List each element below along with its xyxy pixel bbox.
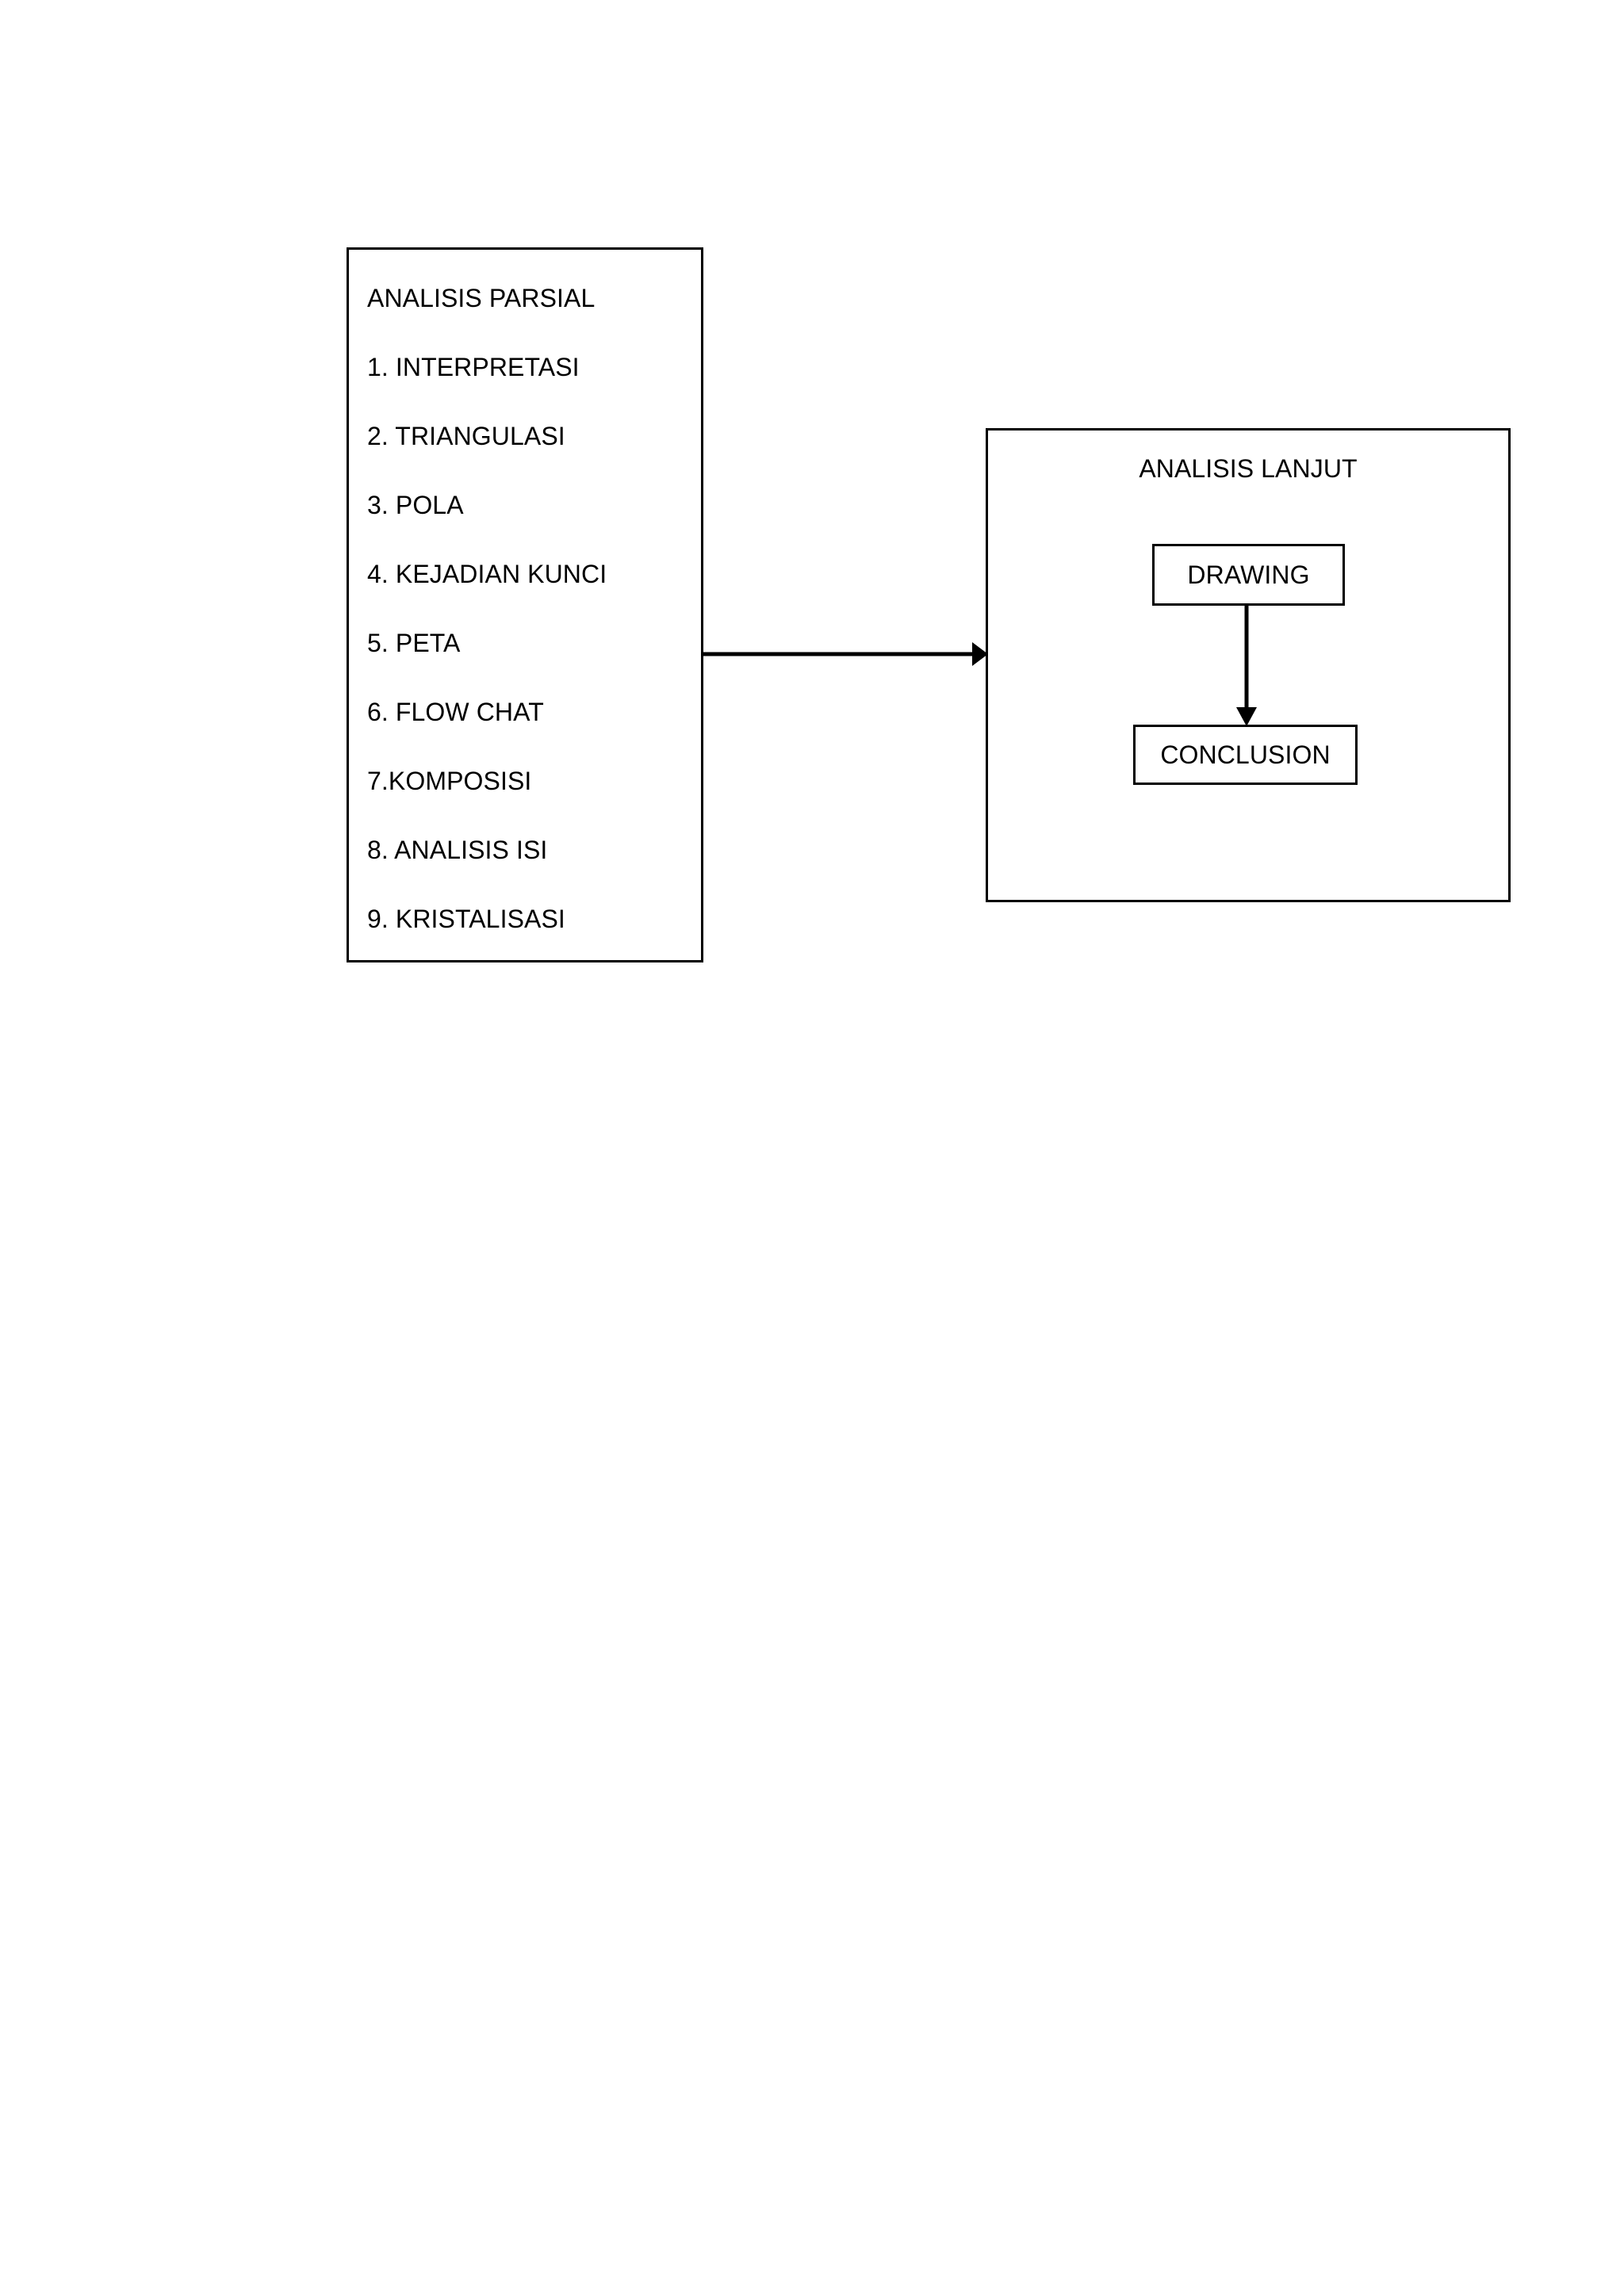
parsial-list-item-1: 1. INTERPRETASI xyxy=(367,353,580,381)
analisis-parsial-box: ANALISIS PARSIAL 1. INTERPRETASI 2. TRIA… xyxy=(347,247,703,962)
drawing-node-label: DRAWING xyxy=(1187,561,1310,589)
drawing-node: DRAWING xyxy=(1152,544,1345,606)
parsial-list-item-9: 9. KRISTALISASI xyxy=(367,905,565,933)
analisis-lanjut-title: ANALISIS LANJUT xyxy=(1139,454,1358,483)
parsial-list-item-4: 4. KEJADIAN KUNCI xyxy=(367,560,607,588)
parsial-list-item-2: 2. TRIANGULASI xyxy=(367,422,565,450)
analisis-lanjut-box: ANALISIS LANJUT xyxy=(986,428,1511,902)
parsial-list-item-8: 8. ANALISIS ISI xyxy=(367,836,548,864)
conclusion-node-label: CONCLUSION xyxy=(1160,740,1331,769)
parsial-list-item-5: 5. PETA xyxy=(367,629,461,657)
parsial-list-item-3: 3. POLA xyxy=(367,491,464,519)
analisis-parsial-content: ANALISIS PARSIAL 1. INTERPRETASI 2. TRIA… xyxy=(367,264,696,954)
arrow-parsial-to-lanjut xyxy=(703,642,988,666)
analisis-parsial-title: ANALISIS PARSIAL xyxy=(367,284,596,312)
conclusion-node: CONCLUSION xyxy=(1133,725,1358,785)
parsial-list-item-7: 7.KOMPOSISI xyxy=(367,767,532,795)
parsial-list-item-6: 6. FLOW CHAT xyxy=(367,698,544,726)
